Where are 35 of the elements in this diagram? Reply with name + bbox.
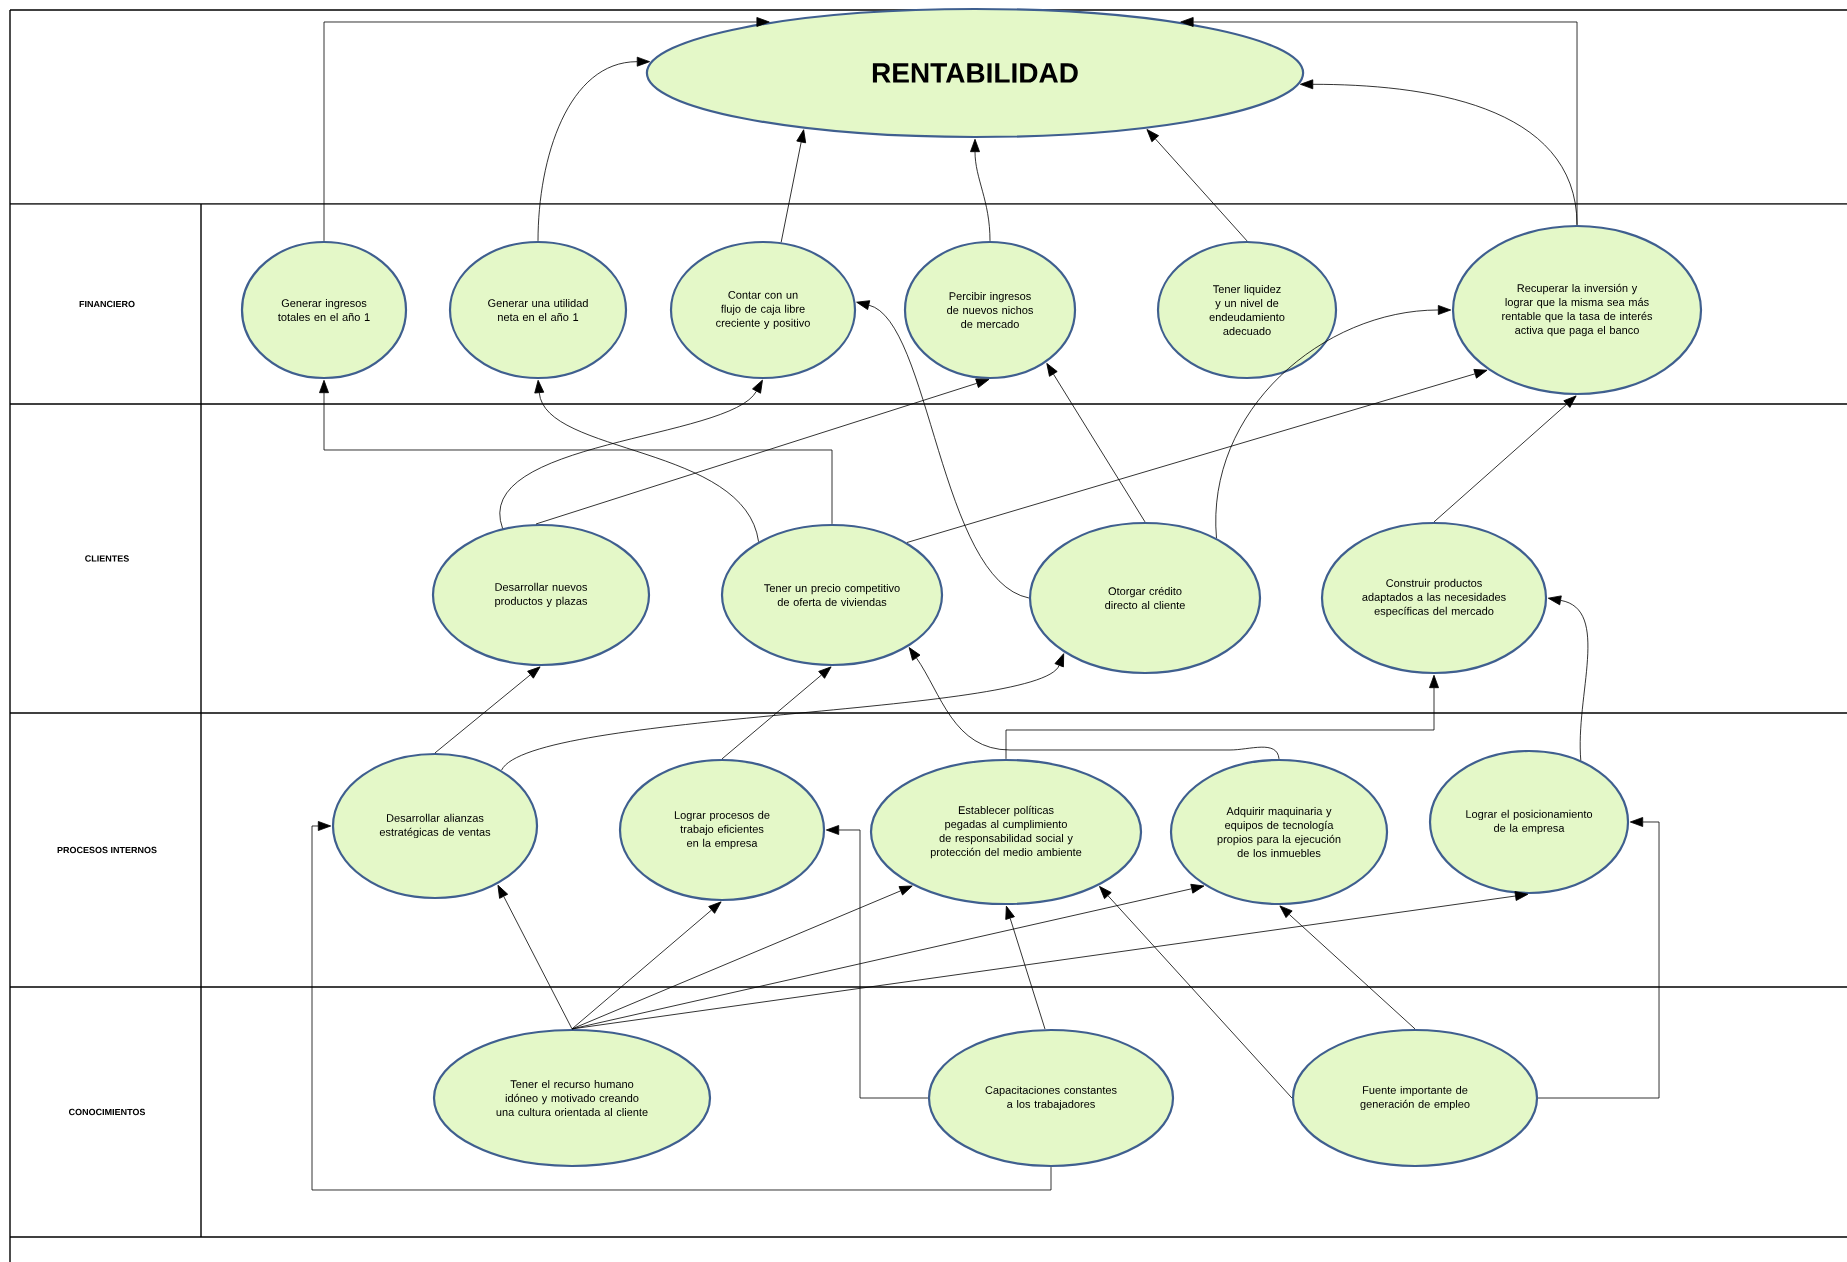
lane-label: PROCESOS INTERNOS xyxy=(57,846,157,854)
lane-label: CONOCIMIENTOS xyxy=(68,1108,146,1116)
arrow xyxy=(1005,905,1046,1030)
arrow xyxy=(970,138,991,242)
arrow xyxy=(1215,305,1452,539)
arrow xyxy=(534,379,759,543)
arrow xyxy=(721,666,832,760)
arrow xyxy=(906,369,1488,543)
arrow xyxy=(908,647,1280,760)
arrow xyxy=(434,666,541,754)
arrow xyxy=(1180,17,1578,226)
lane-label: FINANCIERO xyxy=(79,300,135,308)
arrow xyxy=(1046,363,1146,523)
lane-label: CLIENTES xyxy=(85,555,129,562)
arrow xyxy=(311,821,1052,1191)
arrow xyxy=(825,825,929,1099)
arrow xyxy=(1005,674,1439,760)
arrow xyxy=(497,884,573,1030)
arrow xyxy=(571,885,913,1030)
arrow xyxy=(571,901,722,1030)
arrow xyxy=(1099,886,1293,1099)
arrow xyxy=(499,379,763,529)
arrow xyxy=(323,17,770,242)
arrow xyxy=(1433,395,1577,523)
arrow xyxy=(1279,905,1416,1030)
arrow xyxy=(319,379,833,525)
arrow xyxy=(571,891,1529,1030)
arrow xyxy=(780,129,807,243)
arrow xyxy=(1537,817,1660,1099)
arrow xyxy=(537,56,651,242)
arrow xyxy=(1547,595,1589,761)
arrow xyxy=(856,300,1030,599)
arrow xyxy=(1146,129,1248,242)
arrow xyxy=(501,653,1065,771)
arrow xyxy=(535,378,990,525)
